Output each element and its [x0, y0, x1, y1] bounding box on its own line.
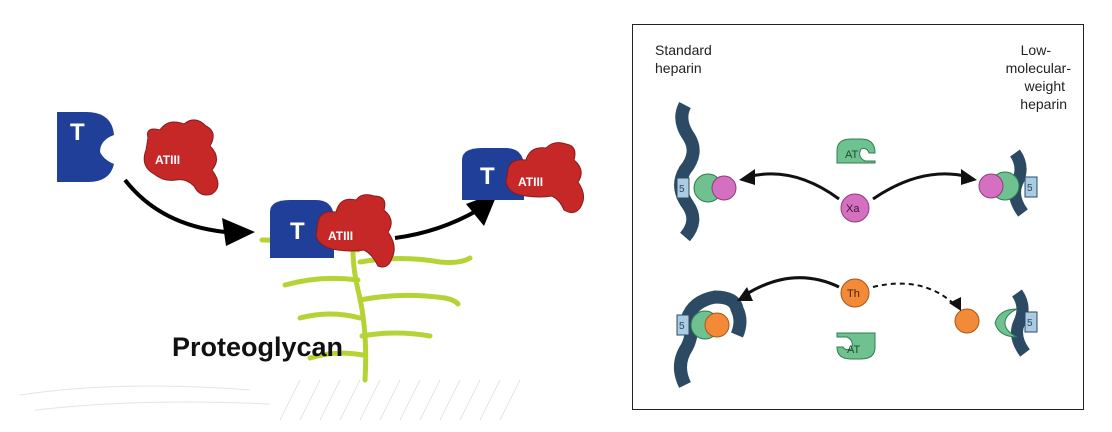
pentasaccharide-label-std-top: 5 [679, 184, 685, 195]
lmwh-line-1: Low- [1021, 42, 1052, 58]
pentasaccharide-box-std-bottom [676, 314, 690, 336]
antithrombin-free-bottom [836, 332, 876, 360]
thrombin-released-letter: T [480, 163, 495, 190]
lmwh-line-2: molecular- [1006, 60, 1072, 76]
thrombin-std-bottom [704, 312, 730, 338]
antithrombin-lmwh-bottom [994, 308, 1018, 338]
thrombin-arrowhead-left [737, 287, 753, 301]
pentasaccharide-label-lmwh-top: 5 [1027, 183, 1033, 194]
reaction-arrows [123, 178, 498, 246]
standard-heparin-chain-bottom [674, 290, 747, 388]
pentasaccharide-box-lmwh-bottom [1024, 311, 1038, 333]
thrombin-atiii-complex-bound: T ATIII [270, 194, 395, 268]
pentasaccharide-label-std-bottom: 5 [679, 321, 685, 332]
antithrombin-free-top-label: AT [845, 149, 859, 161]
factor-xa-lmwh-top [978, 173, 1004, 199]
proteoglycan-diagram: T ATIII T ATIII T ATIII Proteoglycan [19, 112, 584, 421]
thrombin-arrow-right-dashed [872, 282, 956, 306]
antithrombin-free-bottom-label: AT [847, 344, 861, 356]
pentasaccharide-box-std-top [676, 177, 690, 199]
standard-heparin-line-1: Standard [655, 42, 712, 58]
background-decoration [19, 379, 521, 421]
thrombin-free-letter: T [70, 119, 85, 146]
thrombin-arrowhead-right [949, 297, 961, 311]
pentasaccharide-box-lmwh-top [1024, 176, 1038, 198]
xa-arrowhead-left [739, 169, 755, 185]
atiii-released-label: ATIII [518, 175, 543, 189]
heparin-mechanism-panel: Standard heparin Low- molecular- weight … [632, 24, 1084, 410]
standard-heparin-chain-top [674, 101, 700, 242]
lmwh-line-4: heparin [1020, 96, 1067, 112]
atiii-free: ATIII [143, 119, 219, 196]
proteoglycan-label: Proteoglycan [172, 332, 343, 362]
lmwh-line-3: weight [1024, 78, 1066, 94]
lmwh-chain-bottom [1011, 289, 1030, 357]
thrombin-unbound-lmwh [954, 308, 980, 334]
thrombin-bound-letter: T [290, 218, 305, 245]
atiii-bound-label: ATIII [328, 229, 353, 243]
factor-xa-free [840, 193, 870, 223]
heparin-mechanism-svg: Standard heparin Low- molecular- weight … [655, 42, 1072, 388]
pentasaccharide-label-lmwh-bottom: 5 [1027, 318, 1033, 329]
xa-arrowhead-right [961, 169, 977, 185]
thrombin-atiii-complex-released: T ATIII [462, 142, 584, 214]
thrombin-free: T [57, 112, 114, 182]
thrombin-arrow-left [744, 276, 840, 297]
factor-xa-free-label: Xa [846, 203, 860, 215]
xa-arrows [746, 172, 970, 201]
standard-heparin-line-2: heparin [655, 60, 702, 76]
thrombin-free-label: Th [847, 288, 860, 300]
lmwh-title: Low- molecular- weight heparin [1006, 42, 1072, 112]
atiii-free-label: ATIII [155, 153, 180, 167]
proteoglycan-svg: T ATIII T ATIII T ATIII Proteoglycan [19, 112, 584, 421]
standard-heparin-title: Standard heparin [655, 42, 712, 76]
factor-xa-std-top [711, 175, 737, 201]
antithrombin-free-top [836, 138, 876, 164]
thrombin-free [840, 278, 870, 308]
